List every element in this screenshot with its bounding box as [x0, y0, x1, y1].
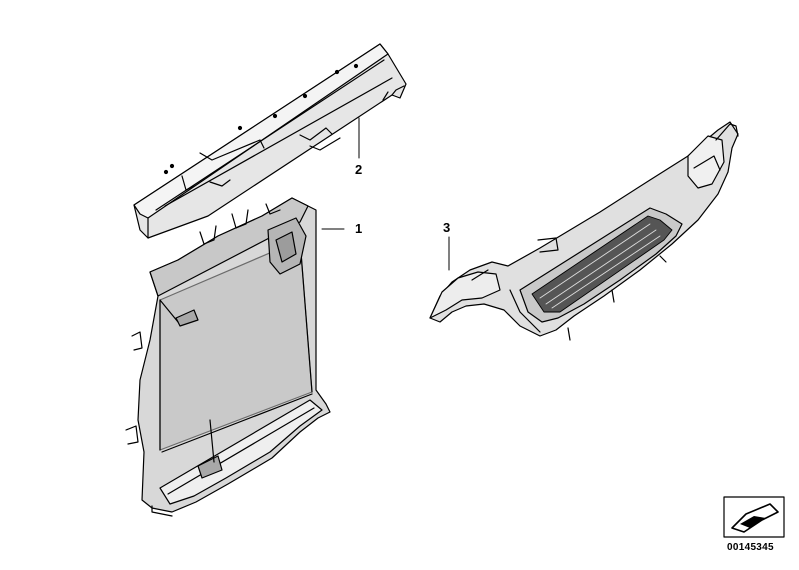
callout-part-2: 2	[355, 162, 363, 177]
callout-part-1: 1	[355, 221, 363, 236]
diagram-id-label: 00145345	[727, 542, 774, 553]
part-2-rail-bracket	[133, 43, 407, 239]
part-3-vent-trim	[429, 121, 739, 341]
leader-lines	[321, 117, 450, 271]
vent-grille	[531, 215, 673, 313]
navigation-arrow-icon	[723, 496, 785, 538]
part-1-side-trim-panel	[125, 197, 331, 517]
callout-part-3: 3	[443, 220, 451, 235]
